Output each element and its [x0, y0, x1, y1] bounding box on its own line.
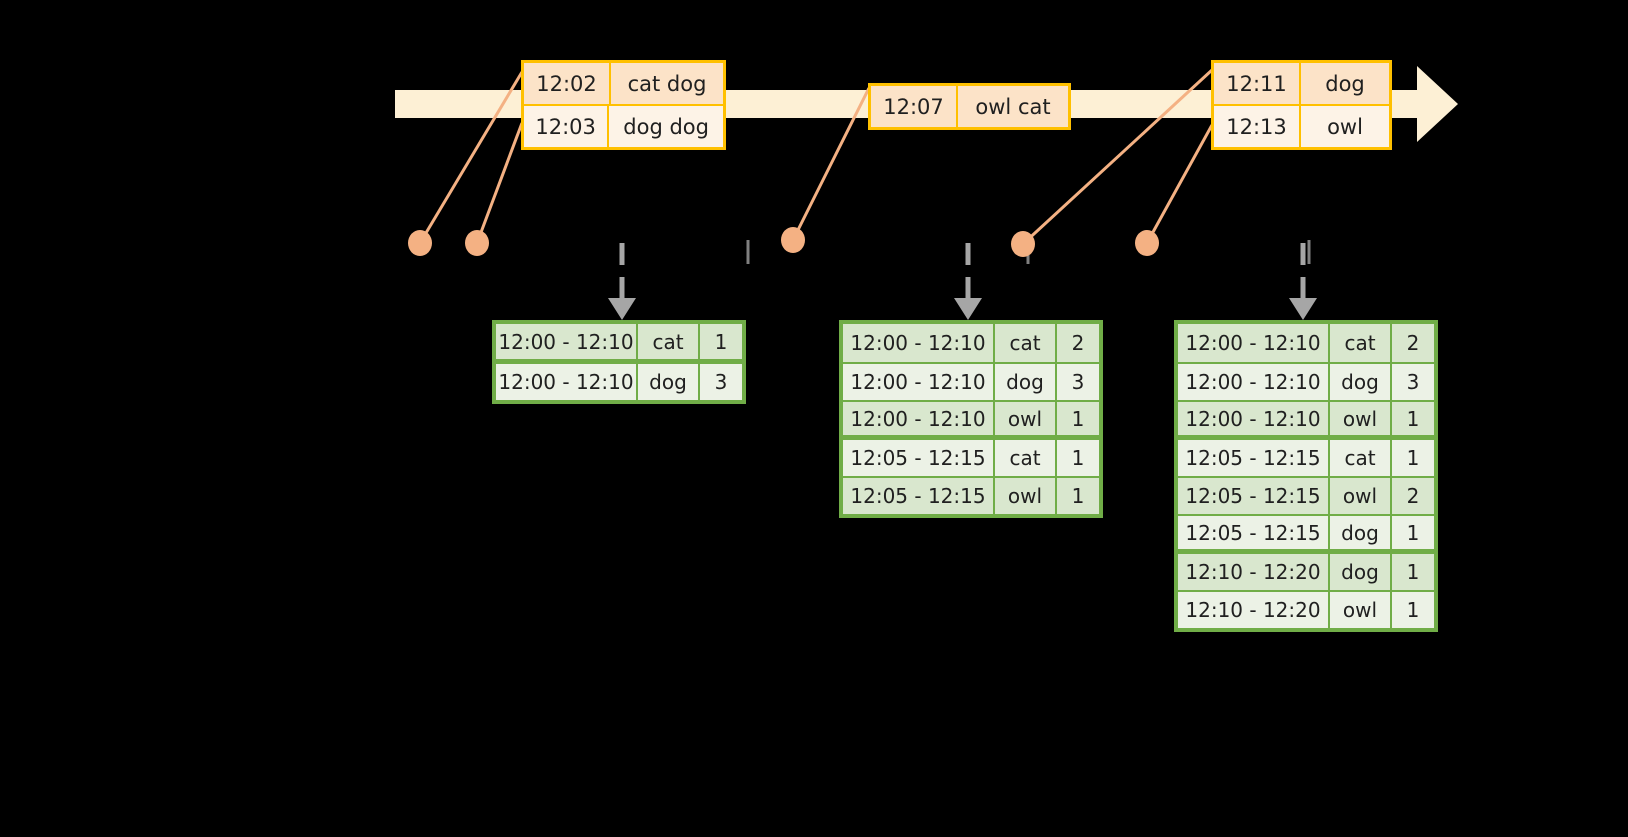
- cell-window: 12:10 - 12:20: [1178, 554, 1330, 590]
- cell-window: 12:05 - 12:15: [843, 440, 995, 476]
- cell-word: dog: [1330, 364, 1392, 400]
- event-words: dog dog: [623, 114, 709, 139]
- cell-word: owl: [1330, 478, 1392, 514]
- connector-3: [791, 87, 871, 241]
- cell-word: cat: [1330, 440, 1392, 476]
- cell-count: 2: [1406, 331, 1420, 355]
- cell-window: 12:00 - 12:10: [843, 402, 995, 435]
- cell-window: 12:05 - 12:15: [1178, 516, 1330, 549]
- cell-count: 1: [714, 329, 728, 354]
- cell-count: 3: [714, 370, 728, 394]
- cell-word: owl: [1330, 402, 1392, 435]
- table-row: 12:05 - 12:15 cat 1: [1178, 438, 1434, 476]
- cell-word: dog: [638, 364, 700, 400]
- event-row: 12:07 owl cat: [871, 86, 1068, 127]
- event-time: 12:13: [1214, 106, 1301, 147]
- cell-count: 1: [1406, 406, 1420, 431]
- event-words: cat dog: [627, 71, 707, 96]
- dashed-arrow-3: [1289, 243, 1317, 320]
- cell-window: 12:00 - 12:10: [496, 324, 638, 359]
- cell-word: dog: [1330, 516, 1392, 549]
- cell-count: 1: [1406, 446, 1420, 470]
- table-row: 12:00 - 12:10 cat 2: [843, 324, 1099, 362]
- event-group-3: 12:11 dog 12:13 owl: [1211, 60, 1392, 150]
- event-dot-3: [781, 227, 805, 253]
- cell-window: 12:10 - 12:20: [1178, 592, 1330, 628]
- dashed-arrows: [608, 243, 1317, 320]
- event-dot-4: [1011, 231, 1035, 257]
- event-group-2: 12:07 owl cat: [868, 83, 1071, 130]
- table-row: 12:05 - 12:15 owl 1: [843, 476, 1099, 514]
- connector-5: [1145, 124, 1214, 244]
- table-row: 12:00 - 12:10 dog 3: [843, 362, 1099, 400]
- cell-count: 2: [1406, 484, 1420, 508]
- cell-count: 1: [1071, 406, 1085, 431]
- event-words: owl cat: [975, 94, 1051, 119]
- event-dot-1: [408, 230, 432, 256]
- connector-2: [475, 122, 524, 244]
- cell-word: cat: [638, 324, 700, 359]
- event-time: 12:11: [1214, 63, 1301, 104]
- cell-count: 1: [1071, 446, 1085, 470]
- cell-window: 12:05 - 12:15: [843, 478, 995, 514]
- event-words: dog: [1325, 71, 1365, 96]
- cell-word: owl: [995, 478, 1057, 514]
- timeline-ticks: [746, 240, 1311, 264]
- event-dot-2: [465, 230, 489, 256]
- event-group-1: 12:02 cat dog 12:03 dog dog: [521, 60, 726, 150]
- cell-window: 12:00 - 12:10: [843, 364, 995, 400]
- connector-1: [418, 71, 524, 244]
- cell-count: 1: [1071, 484, 1085, 508]
- table-row: 12:00 - 12:10 cat 1: [496, 324, 742, 362]
- event-dots: [408, 227, 1159, 257]
- event-row: 12:02 cat dog: [524, 63, 723, 104]
- event-time: 12:03: [524, 106, 610, 147]
- cell-count: 3: [1406, 370, 1420, 394]
- event-row: 12:13 owl: [1214, 104, 1389, 147]
- dashed-arrow-2: [954, 243, 982, 320]
- cell-word: dog: [995, 364, 1057, 400]
- cell-word: owl: [995, 402, 1057, 435]
- cell-word: cat: [995, 324, 1057, 362]
- cell-window: 12:00 - 12:10: [1178, 324, 1330, 362]
- cell-window: 12:00 - 12:10: [496, 364, 638, 400]
- event-time: 12:07: [871, 86, 958, 127]
- table-row: 12:05 - 12:15 owl 2: [1178, 476, 1434, 514]
- event-time: 12:02: [524, 63, 611, 104]
- event-dot-5: [1135, 230, 1159, 256]
- cell-word: cat: [995, 440, 1057, 476]
- table-row: 12:00 - 12:10 dog 3: [496, 362, 742, 400]
- cell-word: dog: [1330, 554, 1392, 590]
- windowed-counts-stage-2: 12:00 - 12:10 cat 2 12:00 - 12:10 dog 3 …: [839, 320, 1103, 518]
- table-row: 12:00 - 12:10 owl 1: [1178, 400, 1434, 438]
- event-words: owl: [1327, 114, 1363, 139]
- windowed-counts-stage-1: 12:00 - 12:10 cat 1 12:00 - 12:10 dog 3: [492, 320, 746, 404]
- cell-count: 1: [1406, 520, 1420, 545]
- table-row: 12:00 - 12:10 cat 2: [1178, 324, 1434, 362]
- event-row: 12:11 dog: [1214, 63, 1389, 104]
- dashed-arrow-1: [608, 243, 636, 320]
- cell-word: owl: [1330, 592, 1392, 628]
- cell-window: 12:00 - 12:10: [843, 324, 995, 362]
- cell-count: 2: [1071, 331, 1085, 355]
- table-row: 12:10 - 12:20 dog 1: [1178, 552, 1434, 590]
- cell-count: 1: [1406, 598, 1420, 622]
- event-row: 12:03 dog dog: [524, 104, 723, 147]
- windowed-counts-stage-3: 12:00 - 12:10 cat 2 12:00 - 12:10 dog 3 …: [1174, 320, 1438, 632]
- cell-window: 12:00 - 12:10: [1178, 364, 1330, 400]
- cell-word: cat: [1330, 324, 1392, 362]
- table-row: 12:00 - 12:10 dog 3: [1178, 362, 1434, 400]
- table-row: 12:05 - 12:15 cat 1: [843, 438, 1099, 476]
- table-row: 12:10 - 12:20 owl 1: [1178, 590, 1434, 628]
- cell-window: 12:00 - 12:10: [1178, 402, 1330, 435]
- cell-window: 12:05 - 12:15: [1178, 478, 1330, 514]
- cell-count: 3: [1071, 370, 1085, 394]
- cell-count: 1: [1406, 560, 1420, 584]
- table-row: 12:00 - 12:10 owl 1: [843, 400, 1099, 438]
- cell-window: 12:05 - 12:15: [1178, 440, 1330, 476]
- table-row: 12:05 - 12:15 dog 1: [1178, 514, 1434, 552]
